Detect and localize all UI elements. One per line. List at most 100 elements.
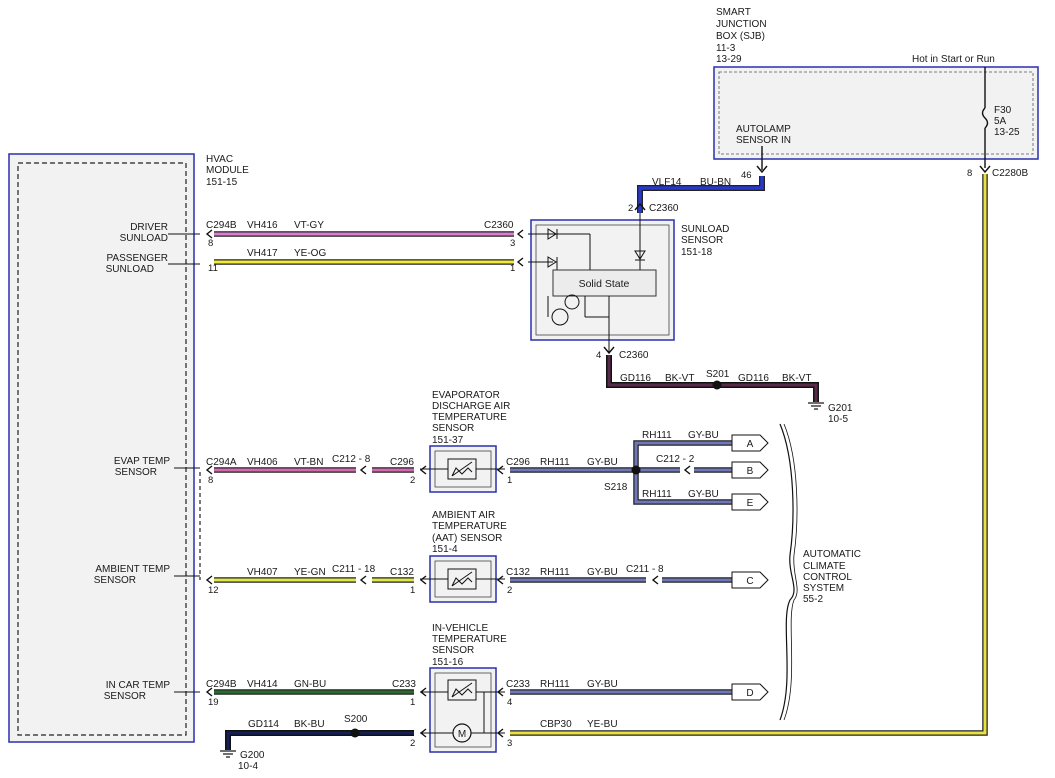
ground-g200-icon (220, 750, 236, 758)
c2360-top: C2360 (649, 203, 679, 214)
pin-1-evap: 1 (507, 475, 512, 486)
c132-left-label: C132 (390, 567, 414, 578)
pin-8-c2280b: 8 (967, 168, 972, 179)
c233-left-label: C233 (392, 679, 416, 690)
autolamp-label-1: AUTOLAMP (736, 124, 791, 135)
thermistor-incar-symbol (451, 682, 473, 698)
conn-c2360-top-icon (634, 202, 646, 211)
conn-motor-left-icon (419, 728, 427, 738)
pin-46: 46 (741, 170, 752, 181)
vh406-label: VH406 (247, 457, 278, 468)
fuse-rating: 5A (994, 116, 1007, 127)
acc-line-3: CONTROL (803, 572, 852, 583)
vlf14-label: VLF14 (652, 177, 682, 188)
hvac-title-2: MODULE (206, 165, 249, 176)
motor-label: M (458, 729, 466, 740)
conn-c2360-passenger-icon (516, 257, 524, 267)
incar-sensor: IN-VEHICLE TEMPERATURE SENSOR 151-16 M (420, 623, 507, 753)
conn-c294a-icon (205, 465, 213, 475)
pin-2-evap: 2 (410, 475, 415, 486)
bkvt-a: BK-VT (665, 373, 694, 384)
passenger-sunload-1: PASSENGER (107, 253, 169, 264)
incar-title-4: 151-16 (432, 657, 464, 668)
acc-line-2: CLIMATE (803, 561, 846, 572)
c2360-bottom: C2360 (619, 350, 649, 361)
acc-line-5: 55-2 (803, 594, 823, 605)
solid-state-label: Solid State (579, 278, 630, 290)
vlf14-wire (638, 176, 764, 213)
ground-g201-icon (808, 402, 824, 410)
splice-s200 (350, 728, 360, 738)
fuse-ref: 13-25 (994, 127, 1020, 138)
c296-left-label: C296 (390, 457, 414, 468)
sunload-title-3: 151-18 (681, 247, 713, 258)
c212-2-label: C212 - 2 (656, 454, 695, 465)
pin-8-driver: 8 (208, 238, 213, 249)
pin-1-incar: 1 (410, 697, 415, 708)
gd114-label: GD114 (248, 719, 279, 730)
sjb-title-4: 11-3 (716, 43, 736, 54)
yegn-label: YE-GN (294, 567, 326, 578)
ambient-title-4: 151-4 (432, 544, 458, 555)
pin-4-incar: 4 (507, 697, 512, 708)
sjb-inner (718, 71, 1034, 155)
tag-e: E (747, 498, 754, 509)
yeog-label: YE-OG (294, 248, 326, 259)
g200-label: G200 (240, 750, 265, 761)
tag-b: B (747, 466, 754, 477)
smart-junction-box: SMART JUNCTION BOX (SJB) 11-3 13-29 Hot … (713, 7, 1039, 181)
gybu-incar: GY-BU (587, 679, 618, 690)
conn-motor-right-icon (496, 728, 504, 738)
connector-c2280b-icon (979, 165, 991, 174)
c233-right-label: C233 (506, 679, 530, 690)
evap-title-5: 151-37 (432, 435, 464, 446)
rh111-evap: RH111 (540, 457, 570, 468)
ambient-title-3: (AAT) SENSOR (432, 533, 502, 544)
conn-c296-left-icon (419, 465, 427, 475)
splice-s201 (712, 380, 722, 390)
rh111-top: RH111 (642, 430, 672, 441)
pin-19-incar: 19 (208, 697, 219, 708)
yebu-label: YE-BU (587, 719, 618, 730)
c294b-driver: C294B (206, 220, 237, 231)
ambient-sensor: AMBIENT AIR TEMPERATURE (AAT) SENSOR 151… (420, 510, 507, 603)
vh407-label: VH407 (247, 567, 278, 578)
tag-b-shape (731, 461, 769, 479)
hvac-inner-dash (17, 162, 187, 736)
sjb-title-3: BOX (SJB) (716, 31, 765, 42)
gd116-a: GD116 (620, 373, 651, 384)
incar-title-2: TEMPERATURE (432, 634, 507, 645)
sunload-title-2: SENSOR (681, 235, 723, 246)
c294b-incar: C294B (206, 679, 237, 690)
sjb-title-1: SMART (716, 7, 751, 18)
vtbn-label: VT-BN (294, 457, 323, 468)
gybu-evap: GY-BU (587, 457, 618, 468)
evap-temp-2: SENSOR (115, 467, 157, 478)
gybu-top: GY-BU (688, 430, 719, 441)
gd114-edge (225, 730, 414, 750)
cbp30-wire (510, 174, 987, 735)
evap-title-2: DISCHARGE AIR (432, 401, 510, 412)
pin-2-ambient: 2 (507, 585, 512, 596)
thermistor-incar-icon (447, 679, 477, 701)
g201-label: G201 (828, 403, 853, 414)
incar-title-1: IN-VEHICLE (432, 623, 488, 634)
ambient-title-1: AMBIENT AIR (432, 510, 495, 521)
conn-c132-left-icon (419, 575, 427, 585)
diode-3-icon (634, 250, 646, 261)
rh111-bottom: RH111 (642, 489, 672, 500)
sjb-border (713, 66, 1039, 160)
conn-c2360-driver-icon (516, 229, 524, 239)
pin-1-passenger: 1 (510, 263, 515, 274)
sjb-title-5: 13-29 (716, 54, 742, 65)
ambient-title-2: TEMPERATURE (432, 521, 507, 532)
incar-title-3: SENSOR (432, 645, 474, 656)
photodiode-1-icon (564, 294, 580, 310)
pin-4-sunload: 4 (596, 350, 601, 361)
hot-in-start-label: Hot in Start or Run (912, 54, 995, 65)
solid-state-block (552, 269, 657, 297)
incar-temp-2: SENSOR (104, 691, 146, 702)
conn-c2360-bottom-icon (603, 346, 615, 355)
driver-sunload-2: SUNLOAD (120, 233, 168, 244)
